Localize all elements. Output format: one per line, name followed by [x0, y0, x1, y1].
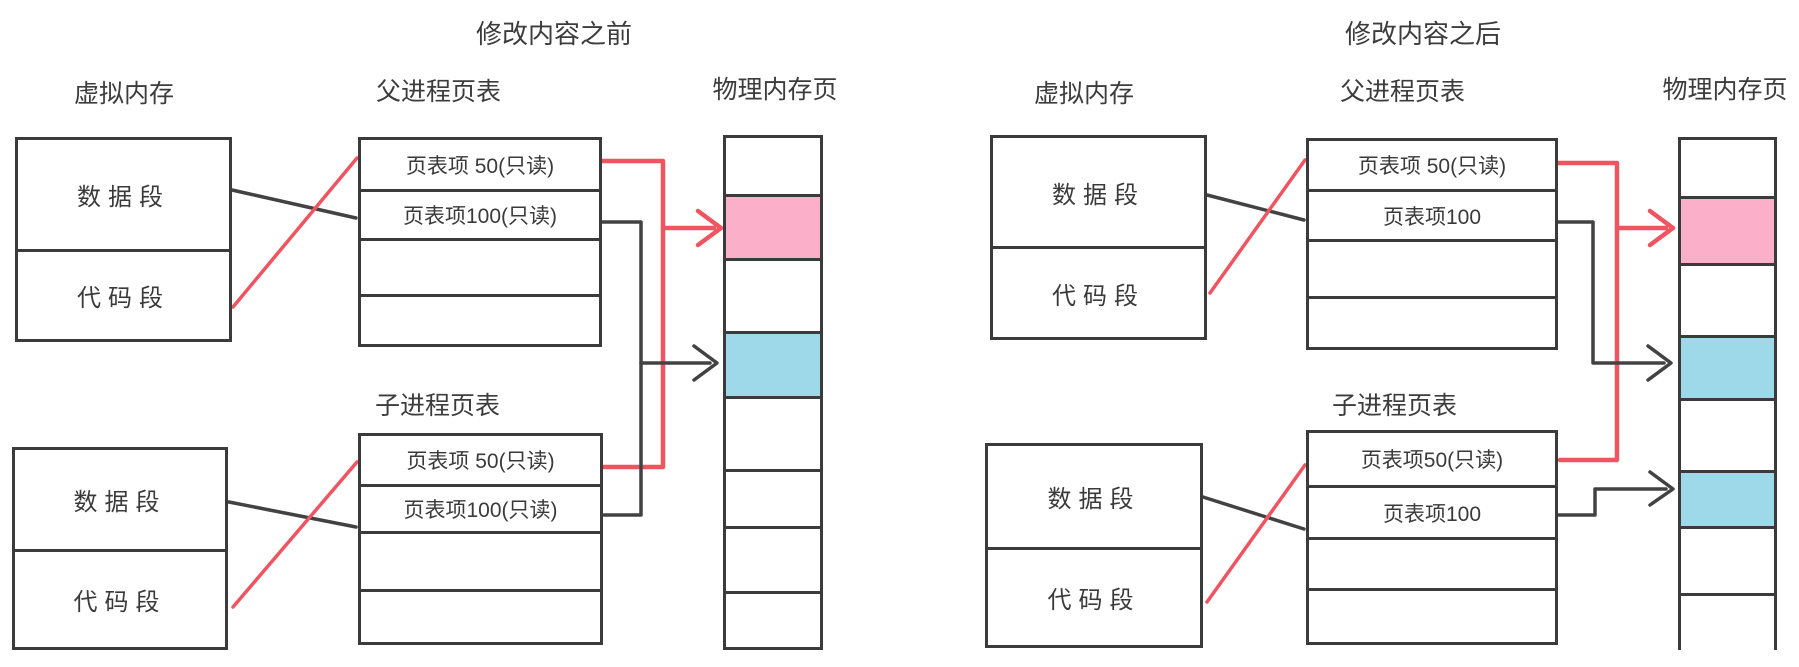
page-table-entry-50: 页表项50(只读) — [1360, 449, 1504, 472]
diagram-title: 修改内容之前 — [475, 19, 632, 49]
vm-row-data-segment: 数据段 — [1052, 181, 1145, 209]
memory-cell — [1681, 470, 1774, 526]
virtual-memory-box-top: 数据段 代码段 — [990, 135, 1207, 340]
child-page-table-label: 子进程页表 — [375, 392, 501, 420]
memory-cell — [726, 591, 820, 647]
page-table-empty-row — [361, 531, 600, 589]
memory-cell — [726, 138, 820, 194]
memory-cell — [1681, 140, 1774, 196]
virtual-memory-box-bottom: 数据段 代码段 — [985, 443, 1203, 648]
vm-row-code-segment: 代码段 — [993, 246, 1204, 337]
line-code-segment-to-child-entry50 — [1205, 463, 1307, 604]
page-table-entry-100: 页表项100 — [1309, 189, 1555, 239]
virtual-memory-box-bottom: 数据段 代码段 — [12, 447, 228, 650]
memory-cell — [1681, 398, 1774, 470]
virtual-memory-box-top: 数据段 代码段 — [15, 137, 232, 342]
child-page-table: 页表项 50(只读) 页表项100(只读) — [358, 433, 603, 645]
page-table-entry-50: 页表项 50(只读) — [1357, 155, 1507, 178]
red-arrow-to-pink-page — [1614, 208, 1676, 248]
parent-page-table-label: 父进程页表 — [1340, 78, 1466, 106]
memory-cell — [726, 469, 820, 526]
memory-cell — [1681, 526, 1774, 593]
line-data-segment-to-parent-entry100 — [230, 188, 358, 220]
line-code-segment-to-parent-entry50 — [231, 156, 359, 309]
vm-row-data-segment: 数据段 — [1047, 486, 1141, 513]
page-table-empty-row — [1309, 296, 1555, 347]
line-code-segment-to-parent-entry50 — [1208, 158, 1307, 295]
red-shared-path-entry50 — [599, 158, 666, 470]
page-table-entry-50: 页表项 50(只读) — [406, 450, 555, 473]
parent-page-table-label: 父进程页表 — [376, 78, 502, 106]
memory-cell — [726, 258, 820, 331]
memory-cell — [1681, 263, 1774, 335]
page-table-empty-row — [361, 294, 599, 344]
line-data-segment-to-child-entry100 — [227, 500, 358, 529]
page-table-empty-row — [361, 589, 600, 642]
vm-row-data-segment: 数据段 — [77, 184, 170, 211]
vm-row-code-segment: 代码段 — [15, 549, 225, 647]
page-table-entry-100: 页表项100 — [1309, 485, 1555, 537]
physical-memory-column — [723, 135, 823, 650]
memory-cell — [726, 194, 820, 258]
physical-memory-label: 物理内存页 — [1662, 76, 1788, 104]
page-table-entry-100: 页表项100(只读) — [361, 189, 599, 238]
dark-arrow-to-blue-page — [639, 344, 719, 382]
diagram-title: 修改内容之后 — [1344, 19, 1501, 49]
page-table-empty-row — [361, 238, 599, 294]
dark-arrow-parent-entry100-to-blue-page1 — [1556, 220, 1673, 382]
dark-arrow-child-entry100-to-blue-page2 — [1556, 470, 1675, 517]
parent-page-table: 页表项 50(只读) 页表项100 — [1306, 138, 1558, 350]
line-data-segment-to-parent-entry100 — [1205, 193, 1306, 222]
memory-cell — [1681, 593, 1774, 653]
line-data-segment-to-child-entry100 — [1201, 495, 1306, 531]
vm-row-code-segment: 代码段 — [988, 547, 1200, 645]
virtual-memory-label: 虚拟内存 — [73, 80, 174, 108]
red-shared-path-entry50 — [1555, 160, 1620, 463]
memory-cell — [1681, 196, 1774, 263]
page-table-empty-row — [1309, 588, 1555, 642]
virtual-memory-label: 虚拟内存 — [1033, 80, 1134, 108]
physical-memory-label: 物理内存页 — [712, 76, 838, 104]
red-arrow-to-pink-page — [660, 208, 724, 248]
page-table-empty-row — [1309, 239, 1555, 296]
page-table-entry-100: 页表项100(只读) — [361, 484, 600, 531]
parent-page-table: 页表项 50(只读) 页表项100(只读) — [358, 137, 602, 347]
page-table-entry-50: 页表项 50(只读) — [405, 154, 555, 178]
vm-row-code-segment: 代码段 — [18, 249, 229, 339]
child-page-table: 页表项50(只读) 页表项100 — [1306, 430, 1558, 645]
dark-shared-path-entry100 — [600, 220, 643, 517]
line-code-segment-to-child-entry50 — [231, 460, 359, 609]
page-table-empty-row — [1309, 537, 1555, 588]
memory-cell — [726, 526, 820, 591]
memory-cell — [1681, 335, 1774, 398]
vm-row-data-segment: 数据段 — [73, 489, 167, 516]
physical-memory-column — [1678, 137, 1777, 653]
child-page-table-label: 子进程页表 — [1332, 392, 1458, 420]
memory-cell — [726, 396, 820, 469]
memory-cell — [726, 331, 820, 396]
